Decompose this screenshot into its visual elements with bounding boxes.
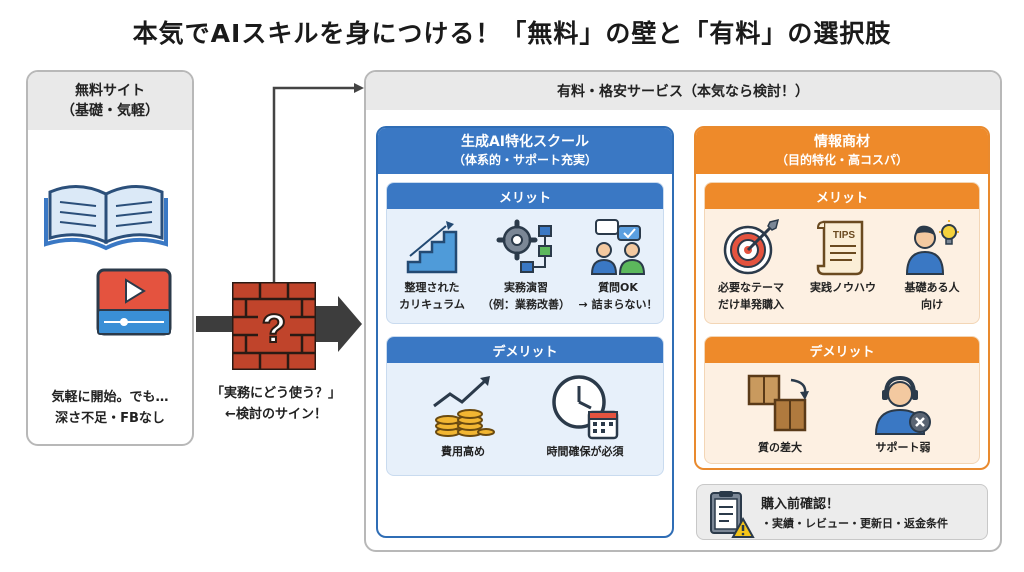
wall-caption-line2: ←検討のサイン！: [225, 406, 327, 422]
school-demerit-time: 時間確保が必須: [530, 374, 640, 461]
material-merit-basics-line1: 基礎ある人: [904, 281, 960, 294]
wall-to-paid-arrow: [272, 86, 354, 282]
info-product-heading: 情報商材 （目的特化・高コスパ）: [696, 128, 988, 174]
question-mark: ?: [262, 307, 286, 351]
material-demerit-quality-line1: 質の差大: [758, 441, 802, 454]
page-title: 本気でAIスキルを身につける！「無料」の壁と「有料」の選択肢: [132, 19, 892, 48]
info-product-title: 情報商材: [814, 133, 870, 150]
svg-text:TIPS: TIPS: [833, 230, 856, 241]
tips-scroll-icon: TIPS: [816, 220, 864, 276]
school-merit-box: メリット: [386, 182, 664, 324]
wall-caption-line1: 「実務にどう使う？」: [210, 386, 341, 401]
ai-school-subtitle: （体系的・サポート充実）: [452, 153, 597, 168]
ai-school-title: 生成AI特化スクール: [460, 133, 590, 150]
stairs-icon: [406, 221, 458, 274]
school-merit-curriculum-line2: カリキュラム: [399, 297, 465, 311]
material-merit-single-line2: だけ単発購入: [718, 297, 784, 311]
school-merit-questions: 質問OK → 詰まらない！: [574, 218, 662, 313]
school-merit-curriculum-line1: 整理された: [404, 281, 460, 294]
target-icon: [723, 218, 780, 275]
free-sites-heading-line1: 無料サイト: [75, 82, 145, 99]
free-sites-caption: 気軽に開始。でも… 深さ不足・FBなし: [28, 388, 192, 430]
material-demerit-support: サポート弱: [848, 372, 958, 457]
coins-growth-icon: [433, 376, 495, 437]
info-product-subtitle: （目的特化・高コスパ）: [775, 153, 908, 168]
school-merit-practice: 実務演習 （例：業務改善）: [474, 218, 578, 313]
material-merit-label: メリット: [705, 183, 979, 209]
school-merit-label: メリット: [387, 183, 663, 209]
big-right-arrow-head: [316, 296, 362, 352]
school-demerit-cost-line1: 費用高め: [441, 445, 485, 458]
free-sites-icons: [28, 172, 192, 346]
school-demerit-time-line1: 時間確保が必須: [546, 445, 624, 458]
purchase-check-title: 購入前確認！: [761, 497, 840, 512]
free-sites-caption-line1: 気軽に開始。でも…: [51, 390, 169, 405]
brick-wall-icon: ?: [232, 282, 316, 370]
clipboard-warning-icon: [710, 491, 755, 538]
material-merit-single-line1: 必要なテーマ: [718, 281, 784, 294]
wall-caption: 「実務にどう使う？」 ←検討のサイン！: [196, 384, 356, 426]
school-merit-questions-line2: → 詰まらない！: [578, 297, 658, 311]
big-right-arrow: [196, 318, 232, 330]
open-book-icon: [44, 185, 172, 336]
free-sites-heading-line2: （基礎・気軽）: [61, 103, 159, 119]
school-merit-practice-line2: （例：業務改善）: [482, 297, 570, 311]
material-merit-single: 必要なテーマ だけ単発購入: [706, 218, 796, 313]
paid-services-heading: 有料・格安サービス（本気なら検討！）: [366, 72, 1000, 110]
material-merit-basics-line2: 向け: [921, 297, 943, 311]
headset-support-icon: [874, 375, 931, 435]
school-demerit-label: デメリット: [387, 337, 663, 363]
material-demerit-support-line1: サポート弱: [875, 441, 931, 454]
school-demerit-box: デメリット: [386, 336, 664, 476]
gear-flow-icon: [496, 219, 552, 273]
school-merit-practice-line1: 実務演習: [504, 281, 548, 294]
school-merit-curriculum: 整理された カリキュラム: [390, 218, 474, 313]
material-merit-knowhow-line1: 実践ノウハウ: [810, 281, 876, 294]
material-merit-knowhow: TIPS 実践ノウハウ: [798, 218, 888, 297]
chat-people-icon: [590, 219, 646, 275]
clock-calendar-icon: [552, 375, 619, 440]
purchase-check-body: ・実績・レビュー・更新日・返金条件: [761, 517, 948, 530]
free-sites-panel: 無料サイト （基礎・気軽） 気軽に開始。でも… 深さ不足・FBなし: [26, 70, 194, 446]
material-demerit-quality: 質の差大: [730, 372, 830, 457]
purchase-check-box: 購入前確認！ ・実績・レビュー・更新日・返金条件: [696, 484, 988, 540]
free-sites-heading: 無料サイト （基礎・気軽）: [28, 72, 192, 130]
free-sites-caption-line2: 深さ不足・FBなし: [55, 410, 165, 426]
material-merit-basics: 基礎ある人 向け: [886, 218, 978, 313]
school-demerit-cost: 費用高め: [416, 374, 510, 461]
material-demerit-label: デメリット: [705, 337, 979, 363]
person-lightbulb-icon: [905, 220, 959, 275]
ai-school-heading: 生成AI特化スクール （体系的・サポート充実）: [378, 128, 672, 174]
school-merit-questions-line1: 質問OK: [598, 281, 638, 294]
boxes-icon: [747, 374, 809, 432]
